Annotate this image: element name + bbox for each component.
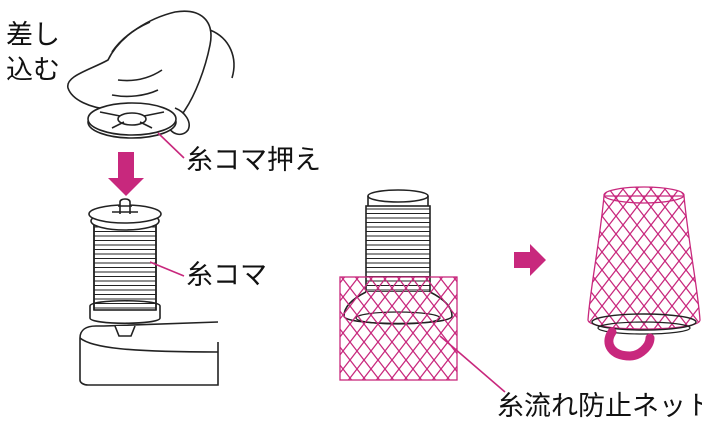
insert-label: 差し込む	[6, 20, 60, 86]
spool-stand	[79, 321, 219, 386]
spool-illustration	[88, 198, 162, 325]
right-arrow-icon	[514, 244, 546, 276]
spool-label: 糸コマ	[186, 260, 267, 291]
spool-cap-label: 糸コマ押え	[186, 145, 321, 176]
spool-cap-illustration	[87, 102, 177, 139]
net-leader-line	[439, 335, 506, 393]
net-spool-after	[587, 186, 701, 361]
down-arrow-icon	[108, 152, 144, 196]
net-label: 糸流れ防止ネット	[497, 391, 702, 422]
cap-leader-line	[157, 132, 185, 159]
net-spool-before	[339, 189, 458, 381]
spool-leader-line	[149, 261, 185, 277]
